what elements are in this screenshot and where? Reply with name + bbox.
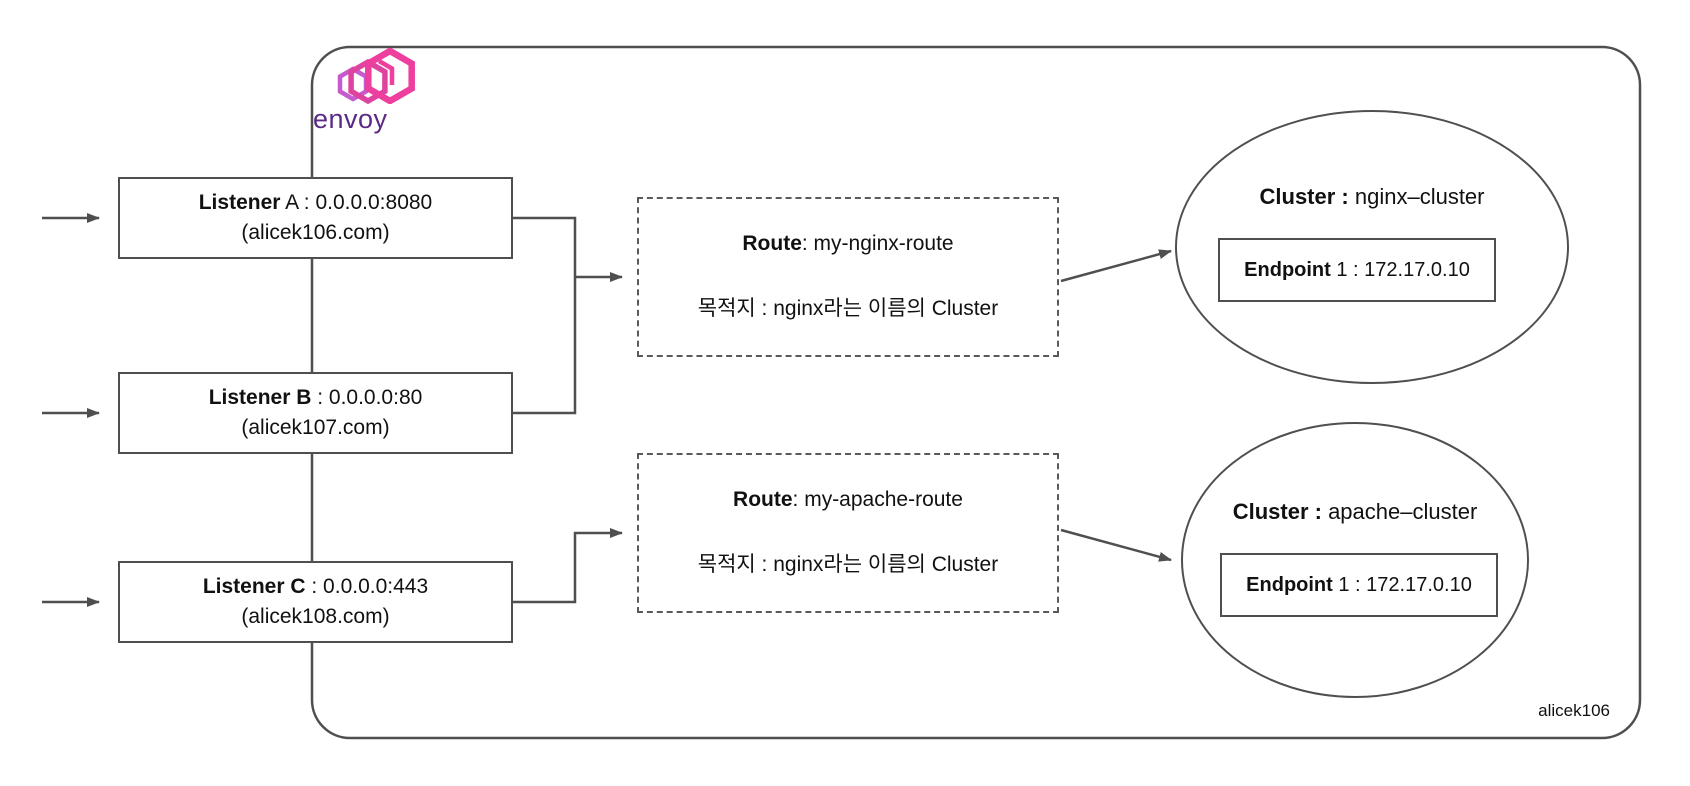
watermark: alicek106 (1538, 701, 1610, 720)
route-apache-destination: 목적지 : nginx라는 이름의 Cluster (697, 553, 999, 576)
route-apache-title: Route: my-apache-route (733, 488, 963, 511)
listener-b-host: (alicek107.com) (241, 416, 390, 439)
listener-c-host: (alicek108.com) (241, 605, 390, 628)
listener-a-title: Listener A : 0.0.0.0:8080 (198, 191, 433, 215)
arrow-nginx-route-to-cluster (1060, 249, 1172, 283)
envoy-logo: envoy (313, 48, 433, 133)
listener-b-box: Listener B : 0.0.0.0:80 (alicek107.com) (118, 372, 513, 454)
listener-c-title: Listener C : 0.0.0.0:443 (202, 575, 429, 599)
listener-b-title: Listener B : 0.0.0.0:80 (208, 386, 423, 410)
route-box-nginx: Route: my-nginx-route 목적지 : nginx라는 이름의 … (637, 197, 1059, 357)
route-nginx-title: Route: my-nginx-route (742, 232, 954, 255)
arrow-apache-route-to-cluster (1060, 528, 1172, 562)
listener-c-box: Listener C : 0.0.0.0:443 (alicek108.com) (118, 561, 513, 643)
cluster-nginx-title: Cluster : nginx–cluster (1259, 184, 1485, 209)
listener-a-box: Listener A : 0.0.0.0:8080 (alicek106.com… (118, 177, 513, 259)
route-box-apache: Route: my-apache-route 목적지 : nginx라는 이름의… (637, 453, 1059, 613)
endpoint-box-nginx: Endpoint 1 : 172.17.0.10 (1218, 238, 1496, 302)
envoy-wordmark: envoy (313, 104, 388, 134)
envoy-logo-icon (337, 48, 415, 104)
endpoint-apache-label: Endpoint 1 : 172.17.0.10 (1246, 573, 1472, 596)
cluster-apache-title: Cluster : apache–cluster (1232, 499, 1478, 524)
connector-listeners-ab-junction (513, 216, 577, 415)
endpoint-box-apache: Endpoint 1 : 172.17.0.10 (1220, 553, 1498, 617)
connector-listener-c-to-apache-route (513, 528, 623, 604)
route-nginx-destination: 목적지 : nginx라는 이름의 Cluster (697, 297, 999, 320)
listener-a-host: (alicek106.com) (241, 221, 390, 244)
endpoint-nginx-label: Endpoint 1 : 172.17.0.10 (1244, 258, 1470, 281)
